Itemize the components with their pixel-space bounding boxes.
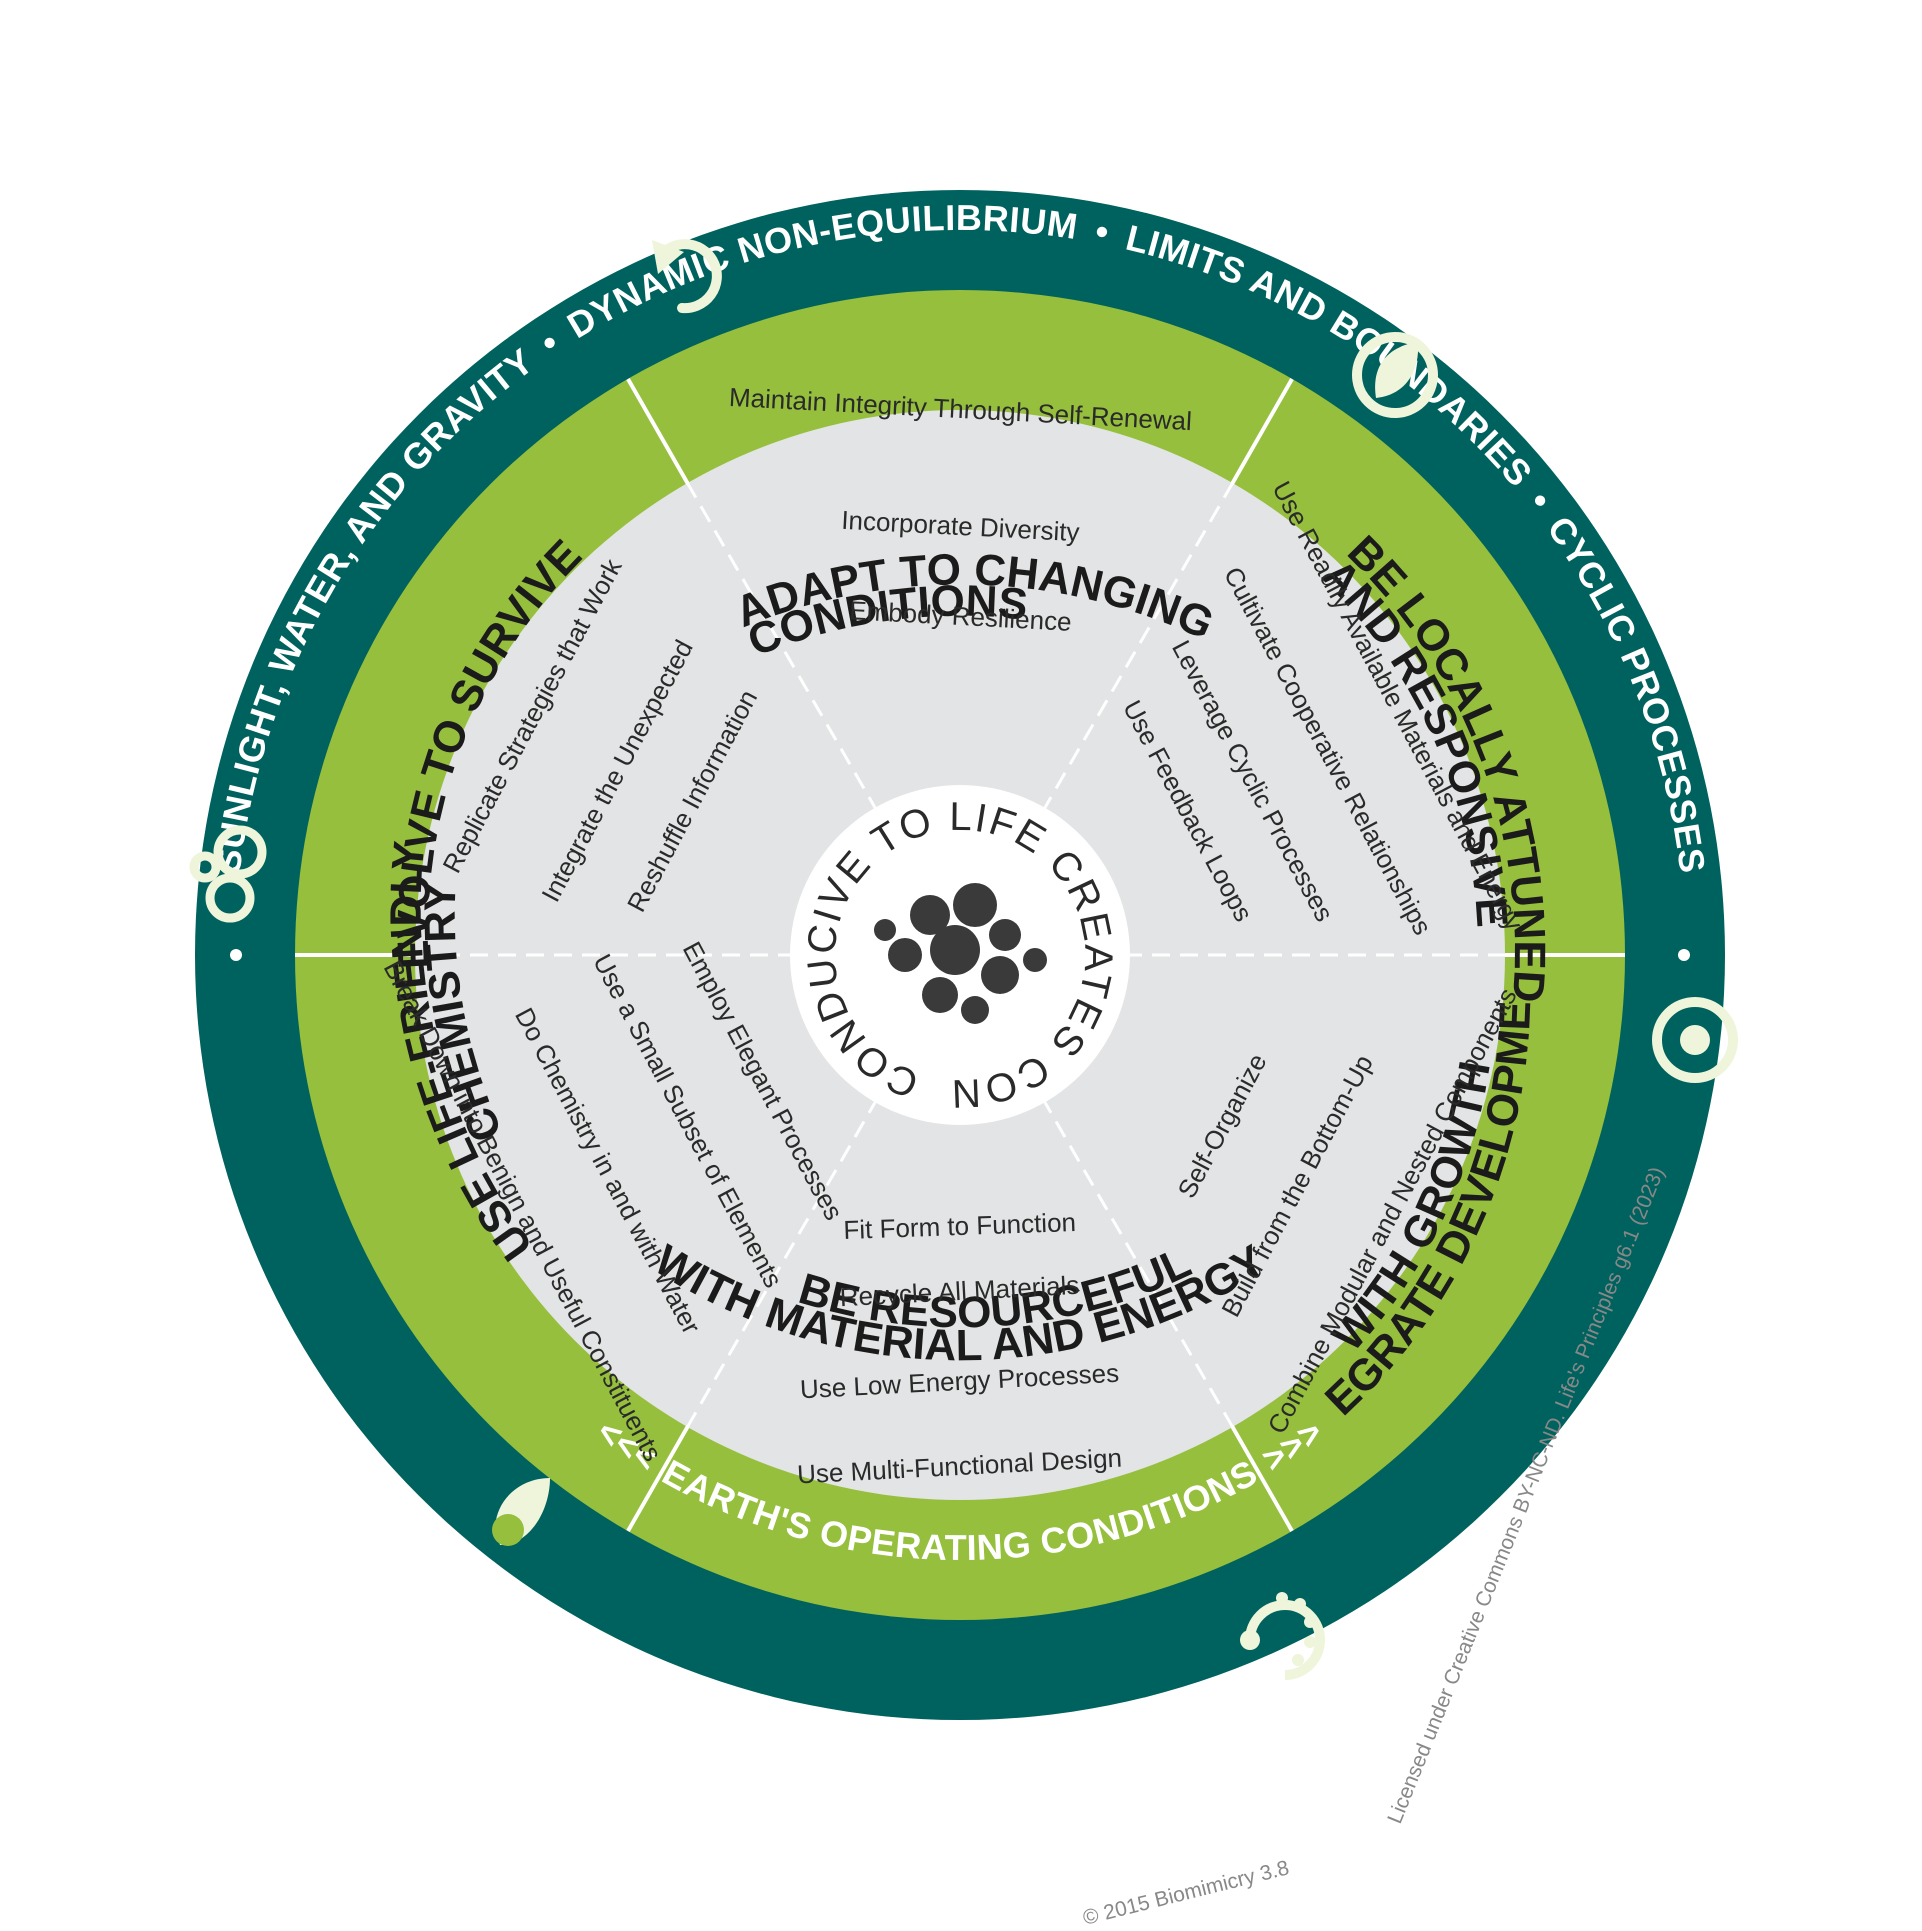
bullet-right: [1678, 949, 1690, 961]
ring-dividers: [295, 378, 1625, 1532]
leaf-icon: [1352, 332, 1438, 418]
cycle-arrow-icon: [652, 239, 722, 314]
sector-dividers: [415, 483, 1505, 1427]
drop-icon: [492, 1478, 550, 1546]
dotted-spiral-icon: [1240, 1592, 1325, 1680]
bullet-left: [230, 949, 242, 961]
copyright-text: © 2015 Biomimicry 3.8: [1081, 1856, 1292, 1929]
target-icon: [1652, 997, 1738, 1083]
center-seed-logo: [874, 883, 1047, 1024]
bubbles-icon: [189, 825, 267, 923]
